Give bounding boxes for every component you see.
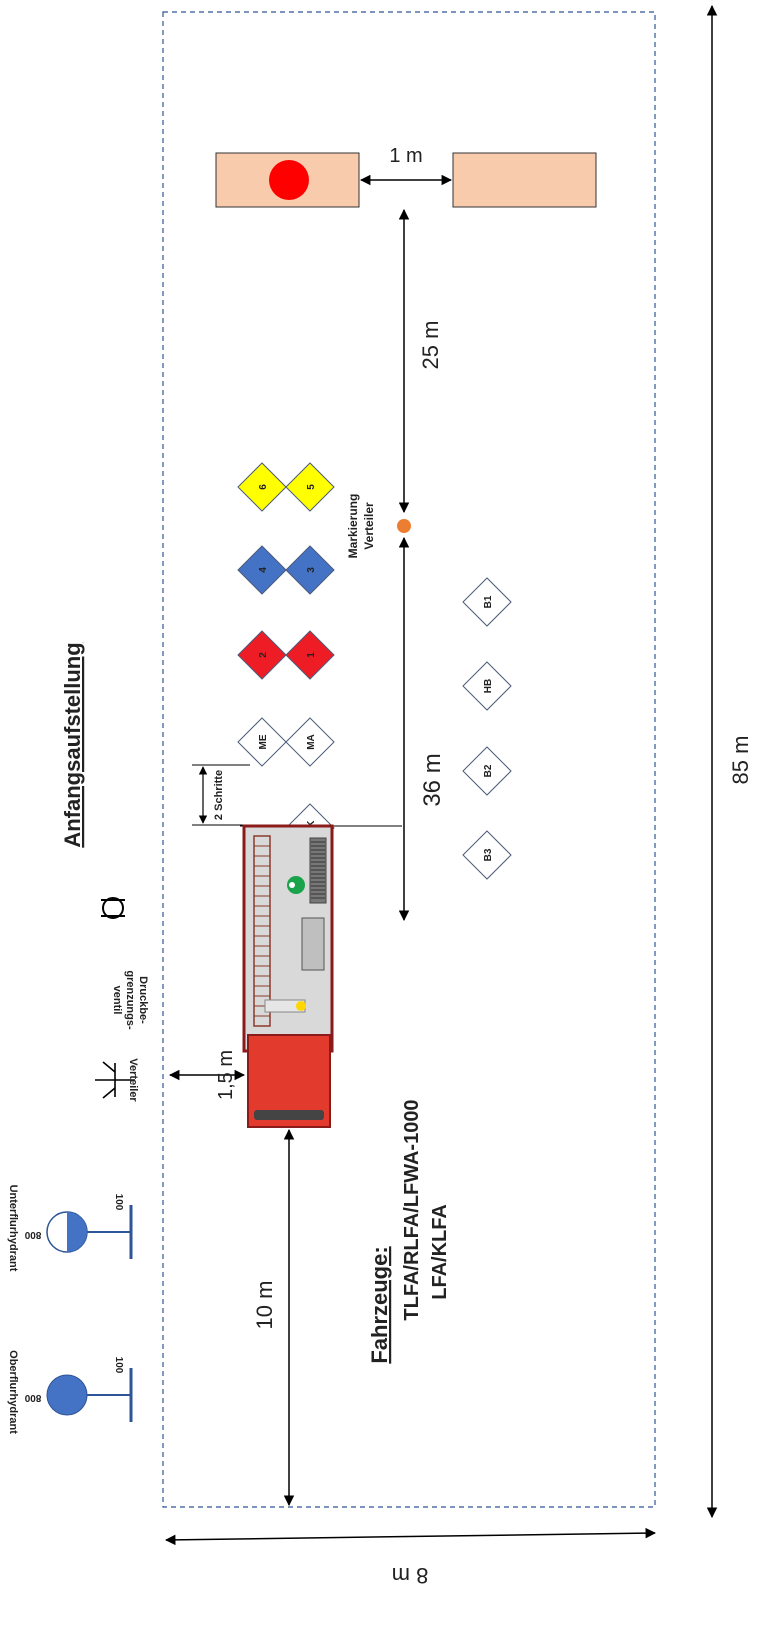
crew-label: HB: [483, 679, 494, 693]
length-label: 85 m: [728, 736, 753, 785]
crew-label: 3: [306, 567, 317, 573]
crew-diamond-shape: [237, 545, 287, 595]
width-label: 8 m: [392, 1563, 429, 1588]
druckbegrenzung-icon: [102, 897, 124, 919]
marker-label-line1: Markierung: [346, 494, 360, 559]
page-title: Anfangsaufstellung: [60, 642, 85, 847]
crew-diamond-shape: [462, 661, 512, 711]
crew-diamond-shape: [237, 630, 287, 680]
verteiler-legend-label: Verteiler: [127, 1058, 139, 1102]
truck-light: [296, 1001, 306, 1011]
druckbegrenzung-label-line1: Druckbe-: [137, 976, 149, 1024]
crew-diamond-shape: [462, 577, 512, 627]
crew-marker-4: 4: [237, 545, 287, 595]
distributor-marker: [397, 519, 411, 533]
side-offset-label: 1,5 m: [215, 1050, 237, 1100]
unterflurhydrant-top-value: 800: [24, 1229, 41, 1240]
hose-rack-lines: [311, 841, 325, 899]
unterflurhydrant-side-value: 100: [113, 1194, 124, 1211]
crew-label: MA: [306, 734, 317, 750]
oberflurhydrant-label: Oberflurhydrant: [7, 1350, 19, 1434]
crew-label: 1: [306, 652, 317, 658]
crew-marker-b2: B2: [462, 746, 512, 796]
crew-label: B3: [483, 848, 494, 861]
vehicles-line2: LFA/KLFA: [429, 1204, 451, 1300]
crew-label: B1: [483, 595, 494, 608]
steps-label: 2 Schritte: [213, 770, 225, 820]
crew-marker-ma: MA: [285, 717, 335, 767]
target-gap-label: 1 m: [389, 145, 422, 167]
crew-diamond-shape: [285, 630, 335, 680]
crew-marker-6: 6: [237, 462, 287, 512]
crew-diamond-shape: [285, 717, 335, 767]
crew-marker-2: 2: [237, 630, 287, 680]
crew-marker-b3: B3: [462, 830, 512, 880]
oberflurhydrant-top-value: 800: [24, 1392, 41, 1403]
unterflurhydrant-label: Unterflurhydrant: [7, 1185, 19, 1272]
fire-truck: [240, 824, 402, 1128]
crew-marker-1: 1: [285, 630, 335, 680]
legend-oberflurhydrant: 800 100 Oberflurhydrant: [7, 1350, 133, 1434]
crew-diamond-shape: [285, 462, 335, 512]
crew-label: ME: [258, 734, 269, 749]
crew-label: 6: [258, 484, 269, 490]
truck-windshield: [254, 1110, 324, 1120]
truck-reel: [287, 876, 305, 894]
front-offset-label: 10 m: [252, 1281, 277, 1330]
druckbegrenzung-label-line2: grenzungs-: [124, 970, 136, 1030]
target-distance-label: 25 m: [418, 321, 443, 370]
oberflurhydrant-side-value: 100: [113, 1357, 124, 1374]
marker-label-line2: Verteiler: [362, 502, 376, 550]
crew-label: 5: [306, 484, 317, 490]
crew-marker-me: ME: [237, 717, 287, 767]
truck-pump-box: [301, 917, 325, 971]
crew-marker-hb: HB: [462, 661, 512, 711]
verteiler-icon-branch-b: [102, 1087, 116, 1099]
crew-diamond-shape: [462, 830, 512, 880]
ladder-rungs: [254, 845, 270, 1017]
vehicles-heading: Fahrzeuge:: [367, 1246, 392, 1363]
verteiler-icon-branch-a: [102, 1061, 116, 1073]
target-board-right: [452, 152, 597, 208]
truck-reel-hub: [289, 882, 295, 888]
crew-marker-3: 3: [285, 545, 335, 595]
crew-marker-5: 5: [285, 462, 335, 512]
unterflurhydrant-half-fill: [67, 1212, 87, 1252]
distributor-distance-label: 36 m: [419, 753, 446, 806]
legend-verteiler: [95, 1061, 135, 1099]
crew-marker-b1: B1: [462, 577, 512, 627]
width-dimension-arrow: [164, 1527, 657, 1546]
crew-diamond-shape: [237, 717, 287, 767]
crew-label: 2: [258, 652, 269, 658]
legend-druckbegrenzungsventil: Druckbe- grenzungs- ventil: [101, 897, 149, 1030]
crew-label: B2: [483, 764, 494, 777]
legend-unterflurhydrant: 800 100 Unterflurhydrant: [7, 1185, 133, 1272]
oberflurhydrant-icon: [46, 1374, 88, 1416]
crew-label: 4: [258, 567, 269, 573]
crew-diamond-shape: [285, 545, 335, 595]
truck-ladder: [253, 835, 271, 1027]
crew-diamond-shape: [237, 462, 287, 512]
target-hit-disc: [269, 160, 309, 200]
field-boundary: [162, 11, 656, 1508]
crew-diamond-shape: [462, 746, 512, 796]
vehicles-line1: TLFA/RLFA/LFWA-1000: [401, 1099, 423, 1320]
druckbegrenzung-label-line3: ventil: [111, 986, 123, 1015]
